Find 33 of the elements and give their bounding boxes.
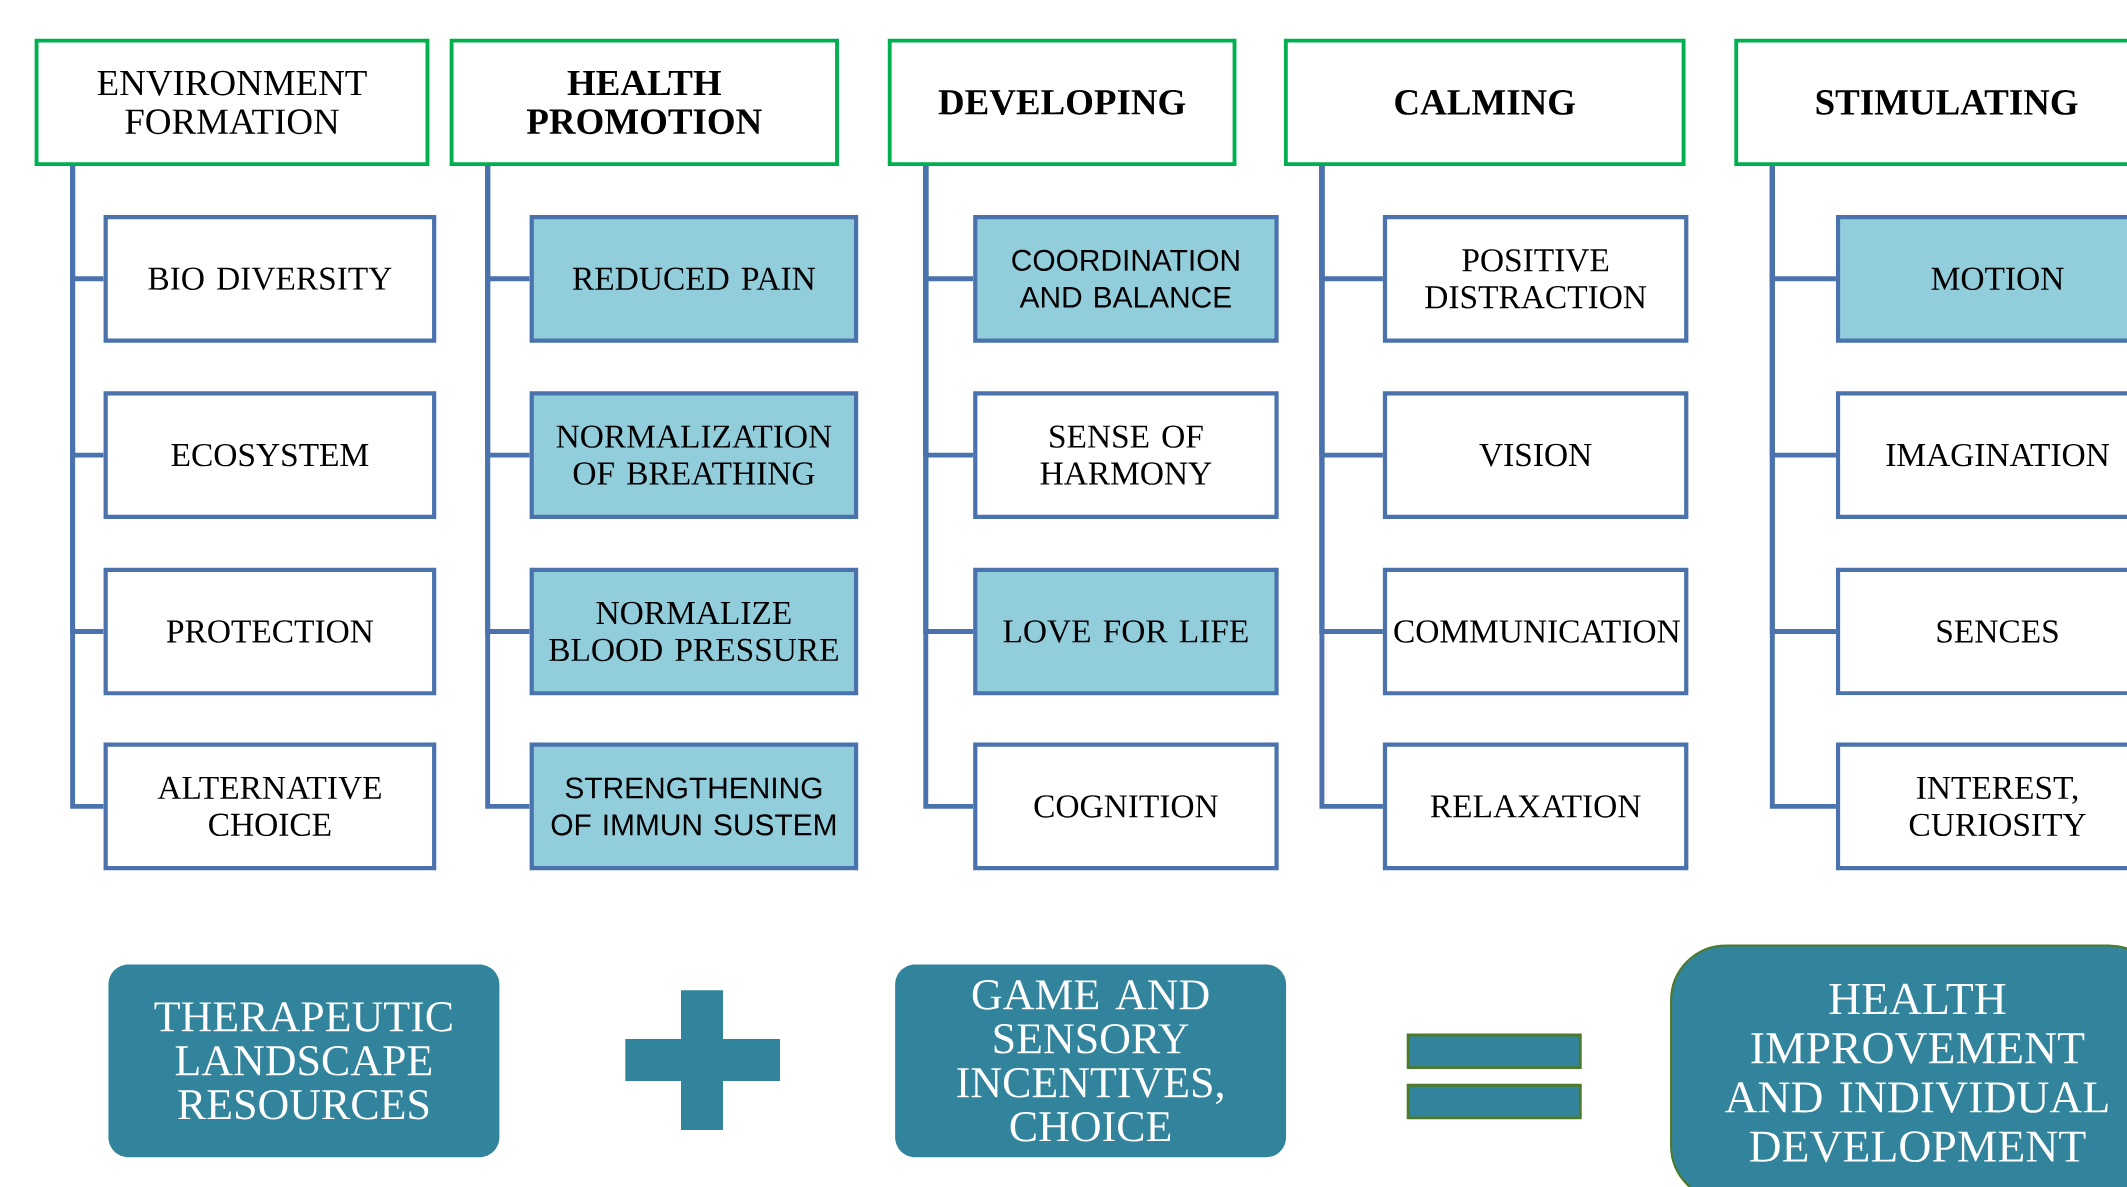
item-box: ALTERNATIVE CHOICE bbox=[103, 742, 437, 871]
item-box: COGNITION bbox=[973, 742, 1279, 871]
item-box: PROTECTION bbox=[103, 567, 437, 696]
header-box: HEALTH PROMOTION bbox=[449, 38, 839, 167]
header-box: CALMING bbox=[1283, 38, 1686, 167]
item-box: STRENGTHENING OF IMMUN SUSTEM bbox=[529, 742, 859, 871]
result-box: HEALTH IMPROVEMENT AND INDIVIDUAL DEVELOPMENT bbox=[1670, 944, 2127, 1187]
item-box: COMMUNICATION bbox=[1382, 567, 1689, 696]
item-box: ECOSYSTEM bbox=[103, 391, 437, 519]
item-box: INTEREST, CURIOSITY bbox=[1835, 742, 2127, 871]
header-box: STIMULATING bbox=[1734, 38, 2127, 167]
connector-line bbox=[485, 166, 530, 809]
item-box: POSITIVE DISTRACTION bbox=[1382, 214, 1689, 343]
item-box: RELAXATION bbox=[1382, 742, 1689, 871]
item-box: NORMALIZATION OF BREATHING bbox=[529, 391, 859, 519]
item-box: IMAGINATION bbox=[1835, 391, 2127, 519]
connector-line bbox=[70, 166, 104, 809]
connector-line bbox=[1769, 166, 1836, 809]
connector-line bbox=[1319, 166, 1383, 809]
item-box: COORDINATION AND BALANCE bbox=[973, 214, 1279, 343]
item-box: LOVE FOR LIFE bbox=[973, 567, 1279, 696]
item-box: BIO DIVERSITY bbox=[103, 214, 437, 343]
item-box: MOTION bbox=[1835, 214, 2127, 343]
item-box: NORMALIZE BLOOD PRESSURE bbox=[529, 567, 859, 696]
summary-box: GAME AND SENSORY INCENTIVES, CHOICE bbox=[895, 964, 1287, 1158]
summary-box: THERAPEUTIC LANDSCAPE RESOURCES bbox=[108, 964, 500, 1158]
item-box: SENCES bbox=[1835, 567, 2127, 696]
item-box: SENSE OF HARMONY bbox=[973, 391, 1279, 519]
item-box: VISION bbox=[1382, 391, 1689, 519]
item-box: REDUCED PAIN bbox=[529, 214, 859, 343]
connector-line bbox=[923, 166, 974, 809]
header-box: ENVIRONMENT FORMATION bbox=[34, 38, 430, 167]
header-box: DEVELOPING bbox=[887, 38, 1237, 167]
